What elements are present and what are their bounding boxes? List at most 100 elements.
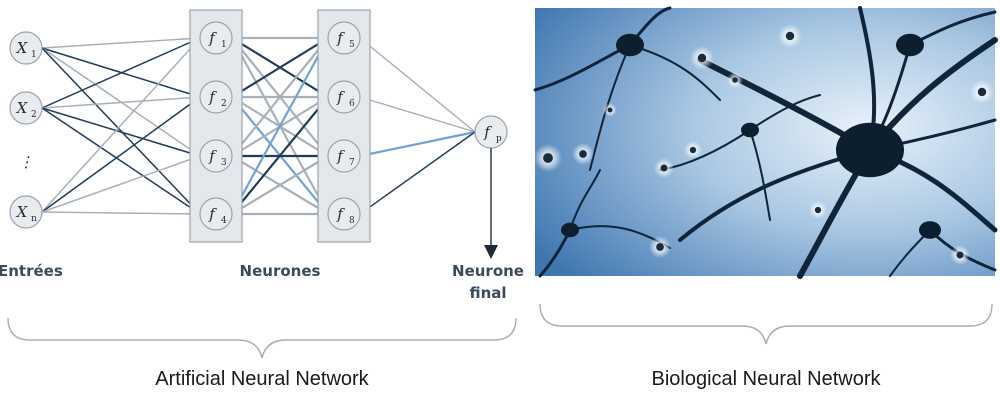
node-circle xyxy=(327,80,361,114)
neuron-body xyxy=(741,122,759,138)
neuron-bodies xyxy=(561,33,941,239)
connection-line xyxy=(41,96,201,109)
node-circle xyxy=(199,80,233,114)
connection-line xyxy=(41,155,201,213)
connection-lines xyxy=(41,36,476,216)
node-subscript: 4 xyxy=(221,216,227,226)
node-circle xyxy=(199,197,233,231)
node-label: X xyxy=(16,99,29,117)
node-circle xyxy=(9,195,43,229)
synapse-knob xyxy=(656,243,664,251)
node-circle xyxy=(9,91,43,125)
node-subscript: 8 xyxy=(349,216,355,226)
node-label: f xyxy=(336,147,345,165)
connection-line xyxy=(231,155,329,215)
connection-line xyxy=(41,211,201,215)
connection-line xyxy=(231,37,329,157)
dendrite xyxy=(749,94,821,131)
connection-line xyxy=(41,37,201,109)
node-label: f xyxy=(208,147,217,165)
synapse-knob xyxy=(732,77,738,83)
neuron-body xyxy=(616,33,644,57)
node-label: f xyxy=(336,29,345,47)
node-circle xyxy=(199,21,233,55)
node-label: f xyxy=(483,123,492,141)
artificial-caption: Artificial Neural Network xyxy=(155,368,369,390)
biological-neuron-image xyxy=(533,6,998,279)
final-neuron-label-line2: final xyxy=(469,284,506,302)
connection-line xyxy=(41,96,201,213)
node-circle xyxy=(327,139,361,173)
node-subscript: 6 xyxy=(349,99,355,109)
connection-line xyxy=(231,96,329,215)
node-label: X xyxy=(16,203,29,221)
node-label: f xyxy=(336,205,345,223)
neuron-body xyxy=(919,221,941,239)
synapse-knob xyxy=(607,107,613,113)
node-circle xyxy=(327,197,361,231)
connection-line xyxy=(359,130,476,158)
node-subscript: 5 xyxy=(349,40,355,50)
connection-line xyxy=(359,131,476,215)
neurons-label: Neurones xyxy=(240,262,321,280)
synapse-knob xyxy=(814,206,822,214)
synapse-glows xyxy=(534,24,994,265)
connection-line xyxy=(231,37,329,215)
synapse-knob xyxy=(785,31,795,41)
node-label: ⋮ xyxy=(19,153,34,171)
dendrite xyxy=(629,44,721,101)
connection-line xyxy=(231,37,329,98)
connection-line xyxy=(41,47,201,215)
node-label: f xyxy=(336,88,345,106)
artificial-brace xyxy=(7,317,517,359)
input-node: ⋮ xyxy=(19,153,34,171)
node-circle xyxy=(199,139,233,173)
synapse-knob xyxy=(956,251,964,259)
final-neuron-label-line1: Neurone xyxy=(452,262,524,280)
node-subscript: p xyxy=(496,134,502,144)
node-circle xyxy=(327,21,361,55)
neuron-body xyxy=(896,33,924,57)
node-label: f xyxy=(208,88,217,106)
connection-line xyxy=(359,37,476,133)
dendrite xyxy=(569,169,601,231)
neuron-body xyxy=(836,122,904,178)
synapse-knob xyxy=(977,87,987,97)
node-subscript: n xyxy=(31,214,37,224)
node-subscript: 2 xyxy=(221,99,227,109)
synapse-knob xyxy=(697,53,707,63)
synapse-knob xyxy=(660,164,668,172)
connection-line xyxy=(41,107,201,157)
biological-caption: Biological Neural Network xyxy=(652,368,882,390)
connection-line xyxy=(41,37,201,49)
node-subscript: 1 xyxy=(31,50,37,60)
synapse-knob xyxy=(689,146,697,154)
node-circle xyxy=(474,115,508,149)
connection-line xyxy=(41,37,201,213)
node-label: f xyxy=(208,29,217,47)
neuron-body xyxy=(561,222,579,238)
synapse-knob xyxy=(543,153,553,163)
node-subscript: 2 xyxy=(31,110,37,120)
node-label: X xyxy=(16,39,29,57)
inputs-label: Entrées xyxy=(0,262,63,280)
node-subscript: 7 xyxy=(349,158,355,168)
node-subscript: 1 xyxy=(221,40,227,50)
connection-line xyxy=(41,107,201,215)
connection-line xyxy=(359,96,476,133)
node-subscript: 3 xyxy=(221,158,227,168)
